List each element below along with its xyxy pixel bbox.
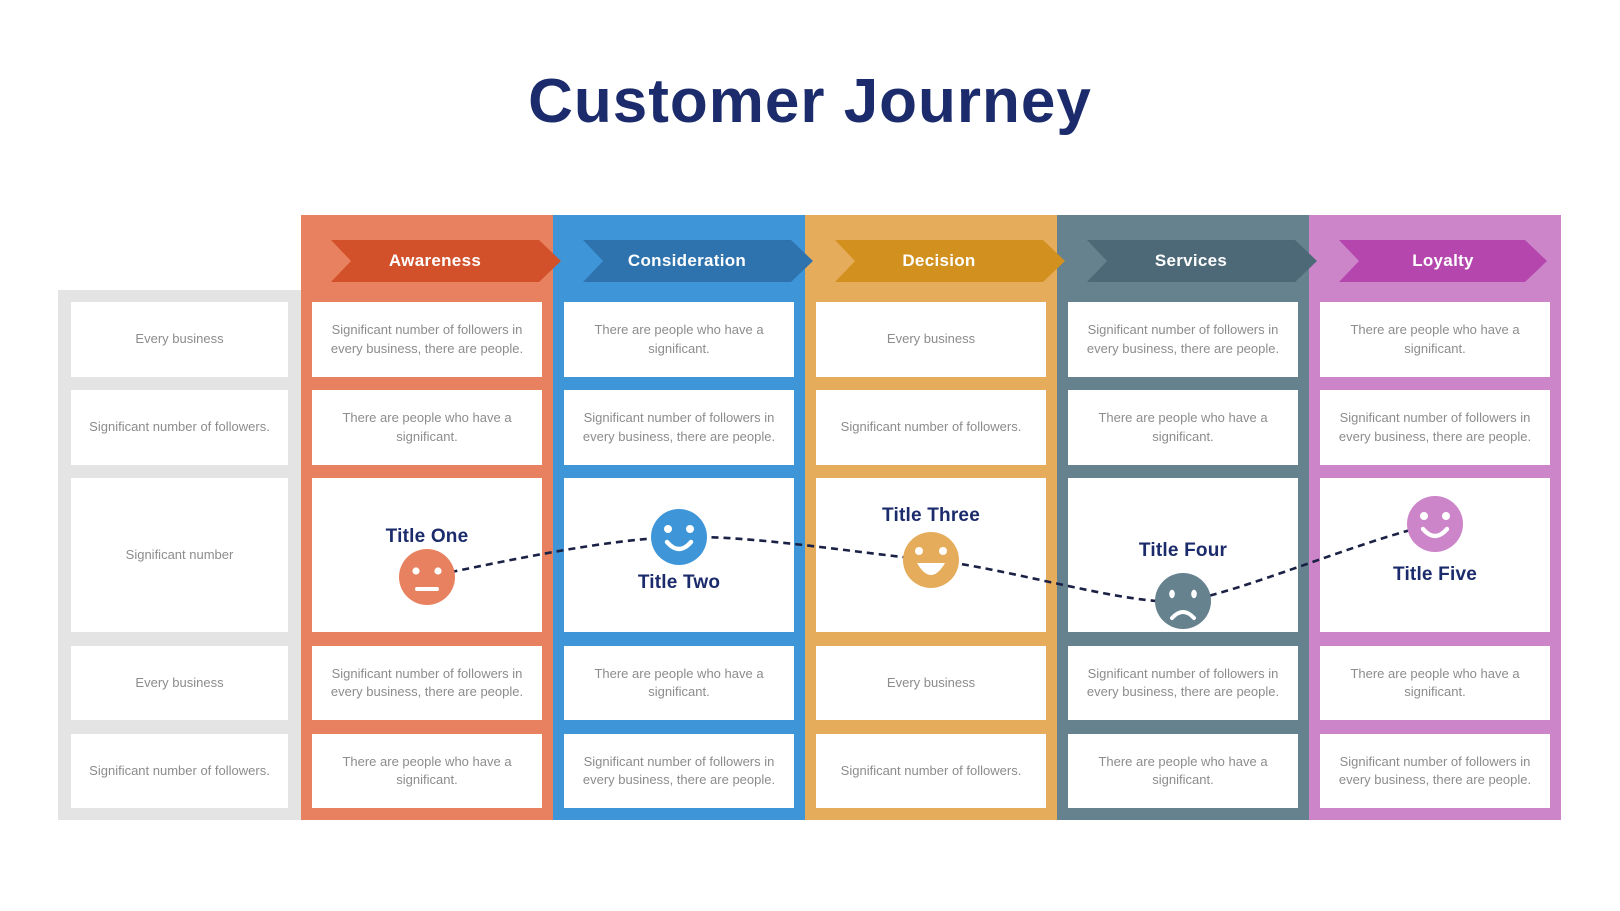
column-header-label: Consideration bbox=[627, 251, 747, 270]
stage-cell: There are people who have a significant. bbox=[564, 302, 794, 377]
milestone-cell: Title Three bbox=[816, 478, 1046, 632]
milestone-cell: Title Four bbox=[1068, 478, 1298, 632]
column-header-label: Awareness bbox=[388, 251, 482, 270]
column-services: Services Significant number of followers… bbox=[1057, 215, 1309, 820]
stage-cell: Significant number of followers in every… bbox=[312, 646, 542, 720]
stage-cell: There are people who have a significant. bbox=[1320, 302, 1550, 377]
row-label: Significant number of followers. bbox=[71, 734, 288, 808]
column-loyalty: Loyalty There are people who have a sign… bbox=[1309, 215, 1561, 820]
page-title: Customer Journey bbox=[528, 67, 1092, 136]
stage-cell: Every business bbox=[816, 646, 1046, 720]
milestone-cell: Title Five bbox=[1320, 478, 1550, 632]
row-label: Every business bbox=[71, 302, 288, 377]
stage-cell: There are people who have a significant. bbox=[312, 734, 542, 808]
stage-cell: There are people who have a significant. bbox=[1068, 390, 1298, 465]
column-header-label: Decision bbox=[902, 251, 976, 270]
milestone-title: Title Three bbox=[882, 505, 980, 526]
stage-cell: Every business bbox=[816, 302, 1046, 377]
stage-cell: Significant number of followers in every… bbox=[564, 734, 794, 808]
stage-cell: Significant number of followers in every… bbox=[1068, 302, 1298, 377]
milestone-title: Title Two bbox=[637, 572, 721, 593]
row-label: Every business bbox=[71, 646, 288, 720]
row-label: Significant number of followers. bbox=[71, 390, 288, 465]
column-header-label: Loyalty bbox=[1412, 251, 1474, 270]
row-label: Significant number bbox=[71, 478, 288, 632]
stage-cell: Significant number of followers in every… bbox=[312, 302, 542, 377]
stage-cell: Significant number of followers. bbox=[816, 734, 1046, 808]
stage-cell: Significant number of followers in every… bbox=[1320, 734, 1550, 808]
stage-cell: There are people who have a significant. bbox=[1068, 734, 1298, 808]
milestone-cell: Title Two bbox=[564, 478, 794, 632]
milestone-title: Title Four bbox=[1138, 540, 1228, 561]
stage-cell: Significant number of followers. bbox=[816, 390, 1046, 465]
stage-cell: There are people who have a significant. bbox=[1320, 646, 1550, 720]
milestone-title: Title Five bbox=[1392, 564, 1477, 585]
stage-cell: Significant number of followers in every… bbox=[564, 390, 794, 465]
column-consideration: Consideration There are people who have … bbox=[553, 215, 805, 820]
stage-cell: Significant number of followers in every… bbox=[1320, 390, 1550, 465]
stage-cell: There are people who have a significant. bbox=[564, 646, 794, 720]
column-awareness: Awareness Significant number of follower… bbox=[301, 215, 553, 820]
stage-cell: There are people who have a significant. bbox=[312, 390, 542, 465]
stage-cell: Significant number of followers in every… bbox=[1068, 646, 1298, 720]
column-header-label: Services bbox=[1154, 251, 1228, 270]
row-labels-panel: Every business Significant number of fol… bbox=[58, 290, 301, 820]
milestone-title: Title One bbox=[385, 526, 469, 547]
column-decision: Decision Every business Significant numb… bbox=[805, 215, 1057, 820]
milestone-cell: Title One bbox=[312, 478, 542, 632]
